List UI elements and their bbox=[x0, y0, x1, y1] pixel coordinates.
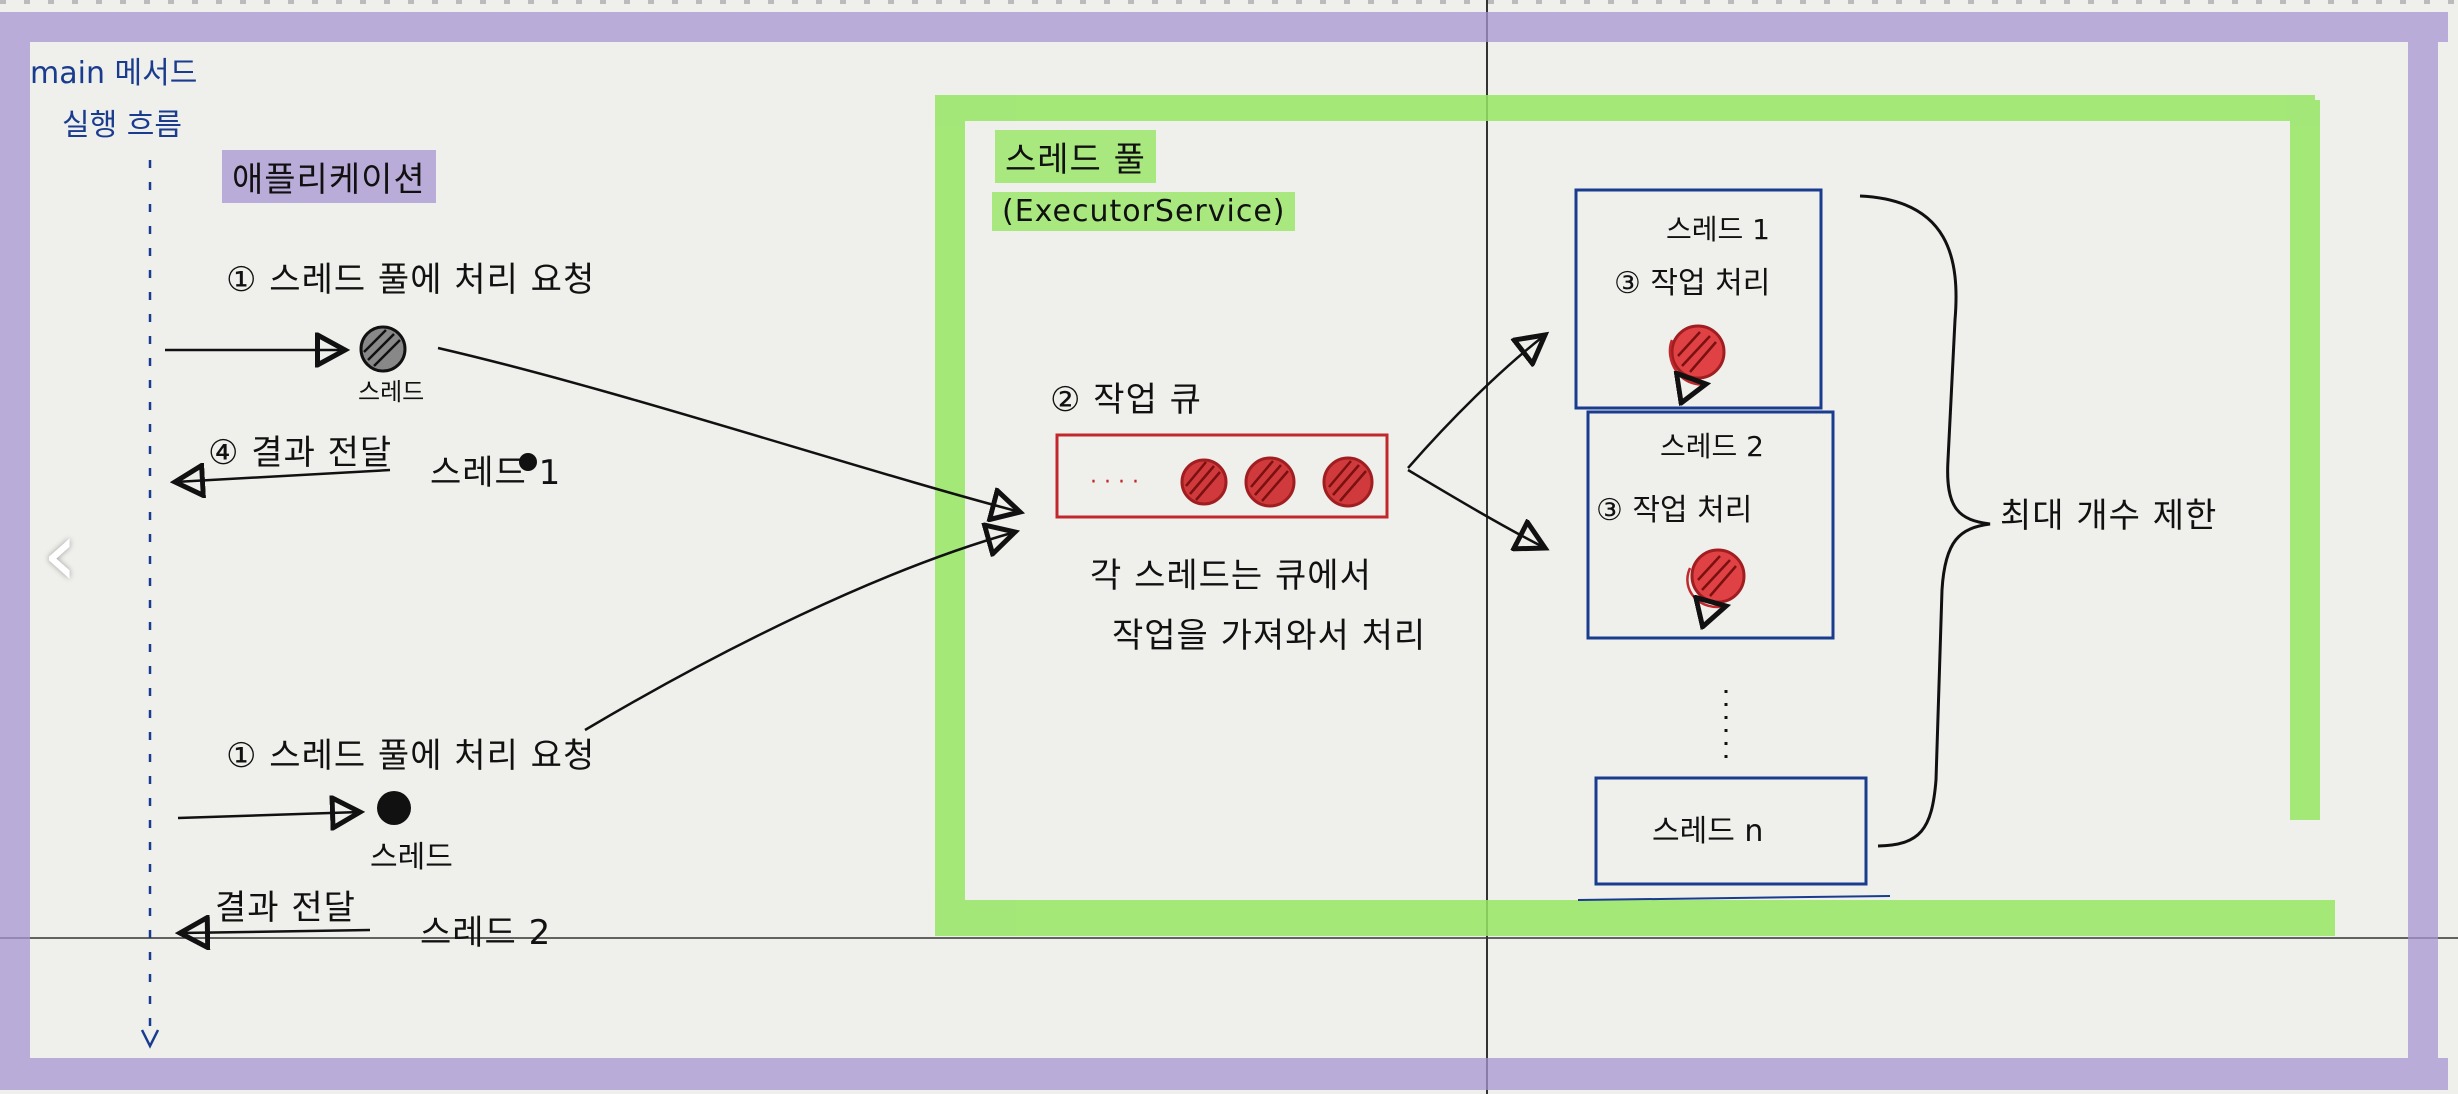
thread-token-2 bbox=[377, 791, 411, 825]
task-queue-dots: · · · · bbox=[1090, 470, 1139, 495]
request-thread-label-2: 스레드 bbox=[370, 840, 453, 875]
purple-frame bbox=[0, 12, 2448, 1090]
chevron-left-icon[interactable]: ‹ bbox=[42, 502, 78, 607]
queued-tasks bbox=[1180, 456, 1374, 508]
thread-box-2-name: 스레드 2 bbox=[1660, 430, 1764, 463]
thread-box-n bbox=[1594, 776, 1868, 886]
task-queue-label: ② 작업 큐 bbox=[1050, 380, 1202, 420]
queue-note-line2: 작업을 가져와서 처리 bbox=[1112, 616, 1427, 656]
submit-arrow-2 bbox=[584, 532, 1015, 732]
working-task-1 bbox=[1668, 324, 1726, 384]
request-label-1: ① 스레드 풀에 처리 요청 bbox=[226, 260, 596, 300]
thread-token-1 bbox=[359, 325, 407, 373]
result-thread-label-2: 스레드 2 bbox=[420, 913, 552, 953]
thread-box-2 bbox=[1586, 410, 1835, 640]
thread-box-n-name: 스레드 n bbox=[1652, 814, 1764, 849]
dispatch-arrow-1 bbox=[1407, 335, 1545, 469]
result-label-1: ④ 결과 전달 bbox=[208, 433, 393, 473]
task-queue bbox=[1055, 433, 1389, 519]
main-flow-title-line2: 실행 흐름 bbox=[62, 108, 182, 143]
dispatch-arrow-2 bbox=[1407, 468, 1545, 548]
working-task-2 bbox=[1686, 548, 1746, 607]
request-thread-label-1: 스레드 bbox=[358, 378, 425, 406]
thread-pool-frame bbox=[935, 95, 2335, 936]
thread-pool-subtitle: (ExecutorService) bbox=[992, 192, 1296, 231]
result-thread-label-1: 스레드 1 bbox=[430, 453, 562, 493]
thread-box-1 bbox=[1574, 188, 1823, 410]
request-label-2: ① 스레드 풀에 처리 요청 bbox=[226, 736, 596, 776]
thread-box-1-name: 스레드 1 bbox=[1666, 213, 1770, 246]
main-flow-arrowhead bbox=[140, 1029, 160, 1049]
max-count-limit-label: 최대 개수 제한 bbox=[2000, 496, 2218, 536]
thread-pool-title: 스레드 풀 bbox=[995, 130, 1156, 183]
thread-box-1-task: ③ 작업 처리 bbox=[1614, 266, 1771, 301]
application-title: 애플리케이션 bbox=[222, 150, 436, 203]
submit-arrow-1 bbox=[437, 346, 1020, 512]
result-label-2: 결과 전달 bbox=[215, 888, 356, 928]
limit-brace bbox=[1859, 194, 1991, 848]
queue-note-line1: 각 스레드는 큐에서 bbox=[1090, 556, 1372, 596]
thread-box-2-task: ③ 작업 처리 bbox=[1596, 493, 1753, 528]
main-flow-title-line1: main 메서드 bbox=[30, 56, 198, 91]
